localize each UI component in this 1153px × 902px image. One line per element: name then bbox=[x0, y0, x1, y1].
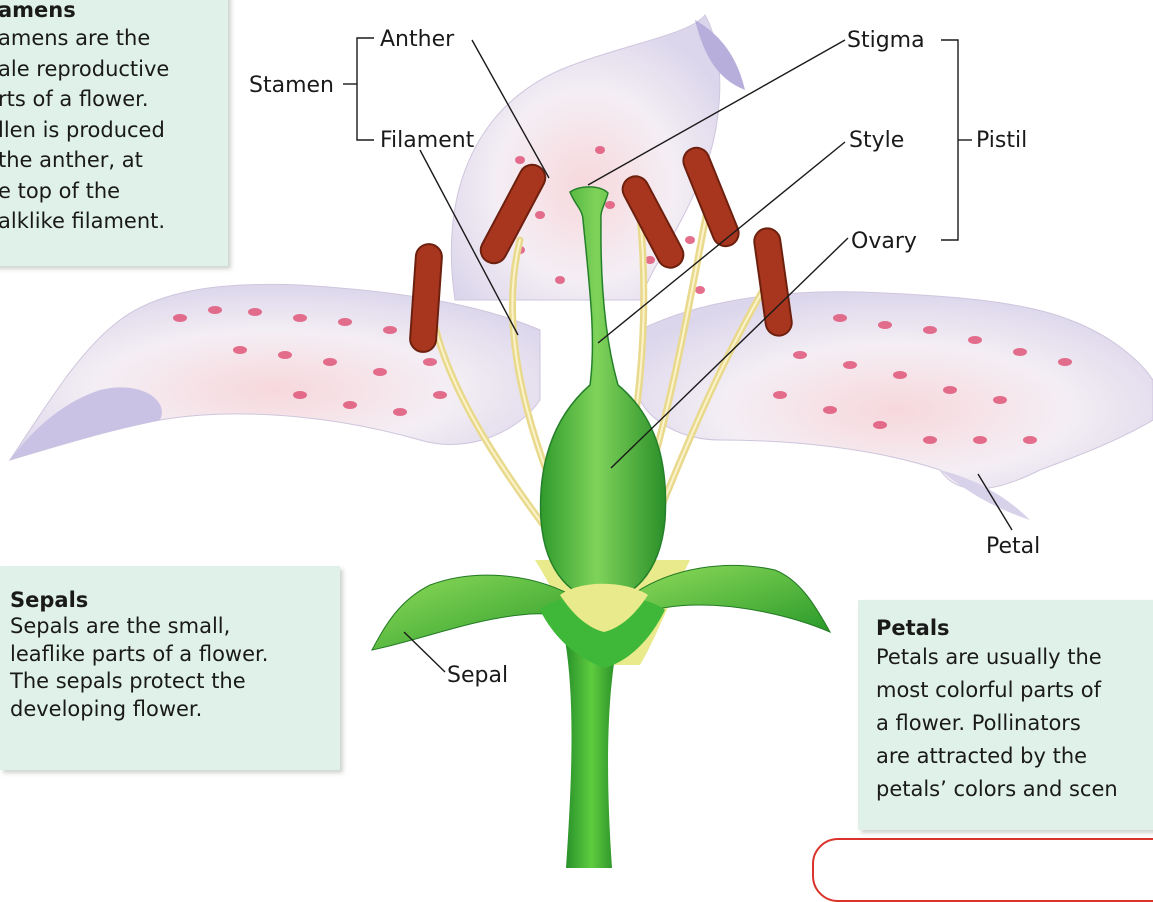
callout-box bbox=[812, 838, 1153, 902]
label-filament: Filament bbox=[380, 128, 475, 153]
stamens-line: e top of the bbox=[0, 176, 228, 207]
sepals-line: Sepals are the small, bbox=[10, 613, 340, 641]
petals-info-box: Petals Petals are usually the most color… bbox=[858, 600, 1153, 830]
stamens-line: the anther, at bbox=[0, 145, 228, 176]
petal-left-under bbox=[10, 387, 162, 460]
sepals-info-box: Sepals Sepals are the small, leaflike pa… bbox=[0, 566, 340, 770]
label-petal: Petal bbox=[986, 534, 1040, 559]
stamens-line: llen is produced bbox=[0, 115, 228, 146]
label-stigma: Stigma bbox=[847, 28, 925, 53]
stamens-line: amens are the bbox=[0, 23, 228, 54]
petals-title: Petals bbox=[876, 616, 1153, 641]
label-anther: Anther bbox=[380, 27, 455, 52]
petals-line: petals’ colors and scen bbox=[876, 773, 1153, 806]
stem bbox=[565, 640, 618, 868]
stamens-info-box: amens amens are the ale reproductive rts… bbox=[0, 0, 228, 266]
petals-line: most colorful parts of bbox=[876, 674, 1153, 707]
label-stamen: Stamen bbox=[249, 73, 334, 98]
petals-line: a flower. Pollinators bbox=[876, 707, 1153, 740]
label-ovary: Ovary bbox=[851, 229, 917, 254]
sepals-title: Sepals bbox=[10, 588, 340, 613]
petal-right bbox=[640, 292, 1153, 489]
label-pistil: Pistil bbox=[976, 128, 1027, 153]
sepals-line: developing flower. bbox=[10, 696, 340, 724]
stamens-title: amens bbox=[0, 0, 228, 23]
stamens-line: rts of a flower. bbox=[0, 84, 228, 115]
label-sepal: Sepal bbox=[447, 663, 508, 688]
sepals-line: The sepals protect the bbox=[10, 668, 340, 696]
label-style: Style bbox=[849, 128, 904, 153]
sepals-line: leaflike parts of a flower. bbox=[10, 641, 340, 669]
stamens-line: ale reproductive bbox=[0, 54, 228, 85]
stamens-line: alklike filament. bbox=[0, 206, 228, 237]
petals-line: are attracted by the bbox=[876, 740, 1153, 773]
petals-line: Petals are usually the bbox=[876, 641, 1153, 674]
